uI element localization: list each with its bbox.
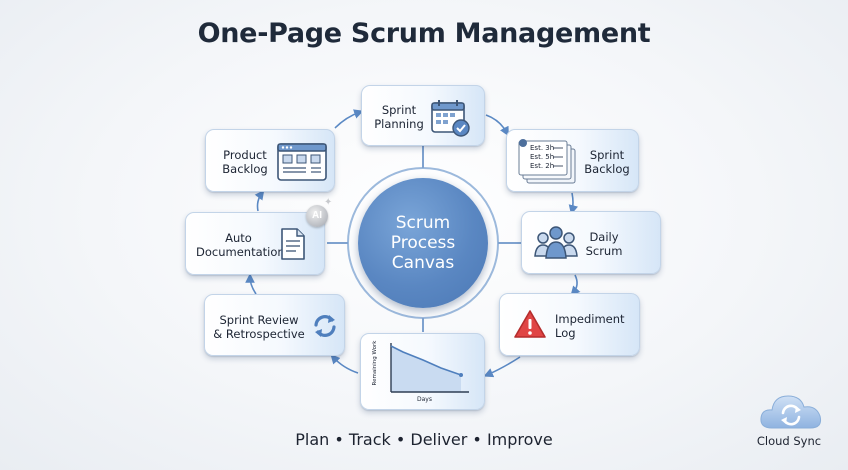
product-backlog-label-line2: Backlog	[222, 162, 268, 176]
card-impediment-log[interactable]: Impediment Log	[499, 293, 640, 356]
estimate-list: Est. 3h Est. 5h Est. 2h	[530, 144, 554, 171]
card-sprint-planning[interactable]: Sprint Planning	[361, 85, 485, 146]
daily-scrum-label-line2: Scrum	[585, 244, 623, 258]
estimate-item: Est. 3h	[530, 144, 555, 152]
card-daily-scrum[interactable]: Daily Scrum	[521, 211, 661, 274]
document-icon	[281, 228, 305, 260]
card-auto-documentation[interactable]: Auto Documentation	[185, 212, 325, 275]
board-window-icon	[277, 143, 327, 181]
auto-doc-label-line2: Documentation	[196, 245, 285, 259]
cloud-sync-button[interactable]	[756, 388, 836, 458]
scrum-canvas-hub: Scrum Process Canvas	[358, 178, 488, 308]
review-label-line2: & Retrospective	[213, 327, 305, 341]
card-product-backlog[interactable]: Product Backlog	[205, 129, 335, 192]
cloud-sync-label: Cloud Sync	[756, 434, 822, 448]
sprint-planning-label-line1: Sprint	[381, 103, 417, 117]
impediment-label-line2: Log	[555, 326, 576, 340]
sprint-backlog-label-line2: Backlog	[584, 162, 630, 176]
warning-triangle-icon	[514, 310, 546, 338]
estimate-item: Est. 2h	[530, 162, 555, 170]
burndown-x-axis-label: Days	[417, 396, 432, 403]
card-review-retrospective[interactable]: Sprint Review & Retrospective	[204, 294, 345, 356]
auto-doc-label-line1: Auto	[225, 231, 252, 245]
sparkle-icon: ✦	[324, 197, 333, 208]
hub-label-line2: Process	[390, 233, 456, 253]
hub-label-line3: Canvas	[391, 253, 455, 273]
daily-scrum-label-line1: Daily	[589, 230, 619, 244]
estimate-item: Est. 5h	[530, 153, 555, 161]
footer-tagline: Plan • Track • Deliver • Improve	[295, 430, 553, 449]
page-title: One-Page Scrum Management	[197, 18, 651, 49]
refresh-arrows-icon	[314, 315, 336, 337]
burndown-chart-icon	[390, 343, 469, 393]
cloud-sync-icon	[760, 395, 821, 429]
product-backlog-label-line1: Product	[223, 148, 267, 162]
burndown-y-axis-label: Remaining Work	[372, 340, 378, 386]
card-sprint-backlog[interactable]: Est. 3h Est. 5h Est. 2h Sprint Backlog	[506, 129, 639, 192]
team-people-icon	[534, 226, 578, 259]
hub-label-line1: Scrum	[395, 213, 451, 233]
sprint-backlog-label-line1: Sprint	[589, 148, 625, 162]
sprint-planning-label-line2: Planning	[374, 117, 424, 131]
ai-badge: AI	[306, 205, 328, 227]
impediment-label-line1: Impediment	[555, 312, 625, 326]
task-cards-icon	[518, 139, 576, 184]
review-label-line1: Sprint Review	[219, 313, 299, 327]
card-burndown[interactable]: Remaining Work Days	[360, 333, 485, 410]
calendar-check-icon	[431, 100, 470, 137]
